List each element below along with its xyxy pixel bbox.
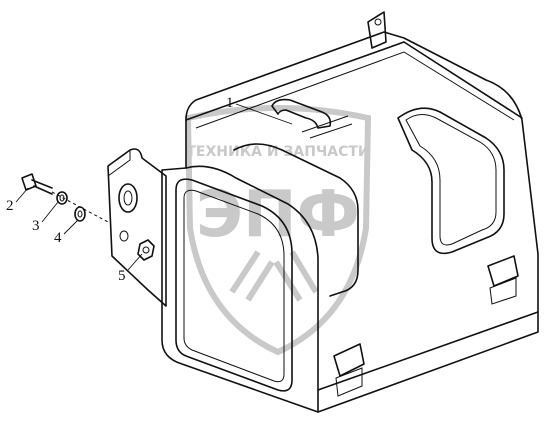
callout-3-label: 3 bbox=[32, 218, 40, 234]
callout-2: 2 bbox=[6, 187, 29, 214]
callout-4: 4 bbox=[54, 219, 79, 246]
nut bbox=[137, 239, 155, 261]
callout-3: 3 bbox=[32, 201, 59, 234]
mounting-bracket bbox=[107, 148, 167, 307]
callout-4-label: 4 bbox=[54, 230, 62, 246]
watermark-top-text: ТЕХНИКА И ЗАПЧАСТИ bbox=[186, 144, 369, 160]
callout-5-label: 5 bbox=[118, 268, 126, 284]
flat-washer bbox=[74, 206, 86, 222]
callout-1: 1 bbox=[226, 95, 293, 125]
callout-2-label: 2 bbox=[6, 198, 14, 214]
watermark-logo-text: ЭПФ bbox=[196, 178, 360, 252]
callout-1-label: 1 bbox=[226, 95, 234, 111]
bolt bbox=[21, 173, 53, 195]
callout-5: 5 bbox=[118, 253, 143, 284]
spring-washer bbox=[56, 191, 68, 205]
battery-box bbox=[161, 11, 539, 413]
watermark: ТЕХНИКА И ЗАПЧАСТИ ЭПФ bbox=[184, 105, 372, 356]
